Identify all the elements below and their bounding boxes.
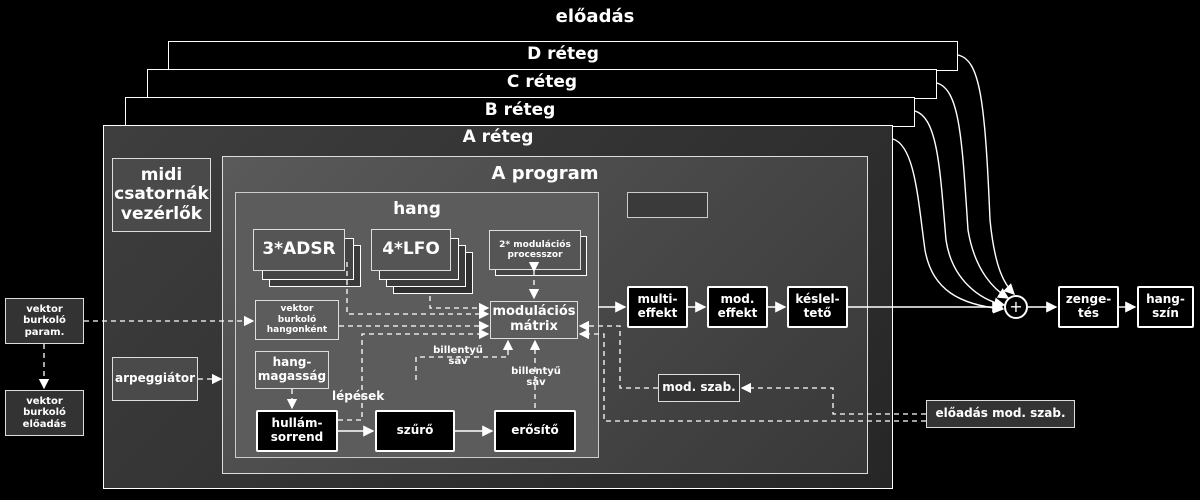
vector-envelope-voice-box: vektor burkoló hangonként: [255, 300, 339, 340]
mod-controller-box: mod. szab.: [658, 374, 740, 402]
wire-layer-a-out: [892, 138, 1005, 314]
reverb-box: zenge- tés: [1058, 286, 1119, 328]
mod-matrix-box: modulációs mátrix: [490, 301, 578, 339]
performance-mod-controller-box: előadás mod. szab.: [926, 400, 1075, 428]
pitch-box: hang- magasság: [255, 351, 329, 389]
wire-adsr-matrix: [346, 262, 490, 320]
steps-label: lépések: [332, 389, 385, 403]
wire-modctl-matrix: [578, 320, 658, 389]
layer-a-title: A réteg: [462, 127, 534, 147]
multi-effect-box: multi- effekt: [627, 286, 688, 328]
layer-d-title: D réteg: [527, 44, 599, 64]
program-empty-slot: [627, 192, 708, 218]
lfo-box: 4*LFO: [371, 229, 451, 271]
adsr-box: 3*ADSR: [253, 229, 345, 271]
voice-title: hang: [393, 199, 441, 219]
arpeggiator-box: arpeggiátor: [112, 357, 198, 401]
timbre-box: hang- szín: [1137, 286, 1194, 328]
filter-box: szűrő: [375, 410, 455, 452]
wire-keyzone1-matrix: [415, 339, 514, 380]
mixer-plus: +: [1009, 297, 1023, 316]
wave-sequence-box: hullám- sorrend: [256, 410, 338, 452]
amp-box: erősítő: [494, 410, 576, 452]
wire-layer-c-out: [936, 82, 1010, 299]
key-zone-label-2: billentyű sáv: [511, 366, 561, 388]
wire-layer-b-out: [914, 110, 1006, 309]
wire-wave-matrix: [338, 328, 490, 421]
wire-lfo-matrix: [429, 296, 490, 314]
performance-title: előadás: [555, 6, 635, 27]
key-zone-label-1: billentyű sáv: [433, 345, 483, 367]
wire-perfmod-modctl: [740, 382, 926, 415]
layer-b-title: B réteg: [484, 100, 556, 120]
wire-layer-d-out: [957, 54, 1015, 295]
layer-c-title: C réteg: [506, 72, 578, 92]
midi-channels-box: midi csatornák vezérlők: [112, 158, 211, 232]
delay-box: késlel- tető: [787, 286, 848, 328]
wire-perfmod-matrix: [578, 328, 926, 422]
layer-c: C réteg: [147, 69, 937, 99]
program-title: A program: [491, 163, 599, 184]
mod-effect-box: mod. effekt: [707, 286, 768, 328]
vector-performance-box: vektor burkoló előadás: [5, 390, 84, 436]
vector-params-box: vektor burkoló param.: [5, 298, 84, 344]
